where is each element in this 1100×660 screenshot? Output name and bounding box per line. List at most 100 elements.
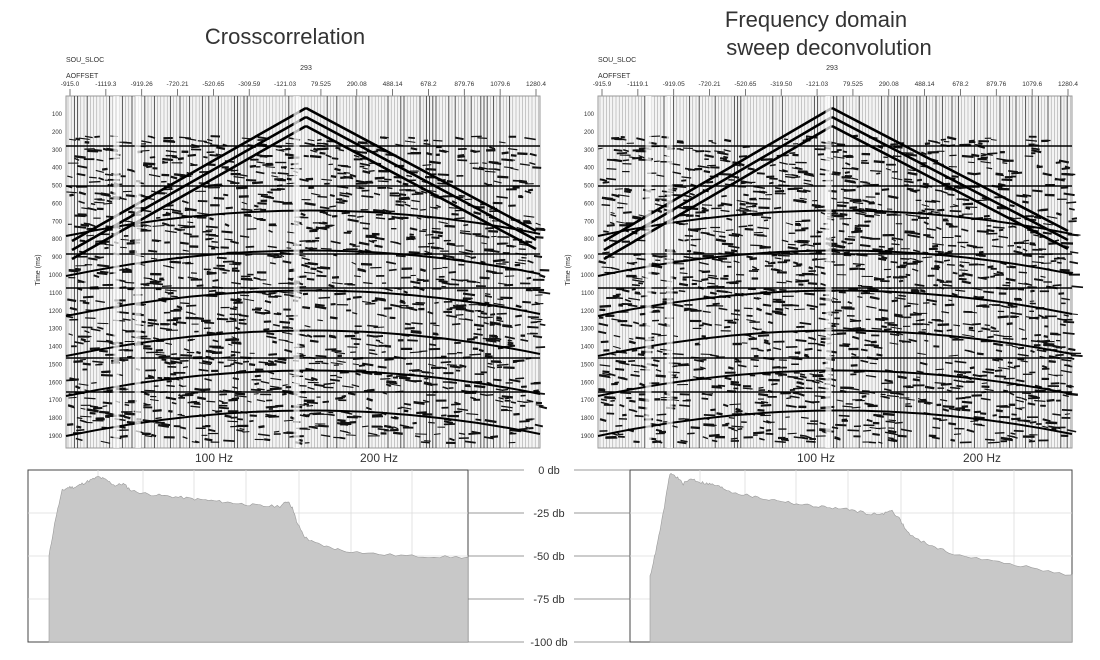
wavelet (683, 255, 694, 259)
wavelet (771, 310, 783, 314)
wavelet (992, 226, 1005, 229)
wavelet (930, 210, 941, 214)
wavelet (485, 226, 494, 230)
wavelet (691, 227, 701, 232)
wavelet (437, 173, 450, 177)
wavelet (165, 149, 177, 153)
wavelet (815, 258, 828, 261)
wavelet (799, 197, 807, 200)
wavelet (1020, 360, 1028, 363)
wavelet (365, 406, 372, 411)
wavelet (334, 292, 346, 296)
wavelet (734, 357, 740, 362)
offset-tick: 290.08 (879, 81, 899, 88)
wavelet (310, 376, 318, 382)
wavelet (323, 382, 332, 386)
wavelet (253, 276, 261, 281)
wavelet (707, 274, 718, 277)
wavelet (990, 138, 997, 141)
wavelet (244, 215, 252, 218)
wavelet (657, 334, 668, 337)
wavelet (398, 193, 407, 197)
wavelet (697, 358, 707, 362)
wavelet (76, 425, 82, 429)
reflection (597, 209, 1073, 237)
wavelet (366, 397, 374, 402)
wavelet (891, 237, 904, 241)
wavelet (743, 307, 753, 310)
wavelet (484, 354, 493, 358)
wavelet (341, 211, 350, 215)
time-tick: 1100 (581, 291, 595, 297)
wavelet (697, 165, 710, 169)
wavelet (230, 298, 238, 302)
wavelet (606, 224, 615, 227)
wavelet (211, 240, 218, 243)
wavelet (652, 309, 660, 312)
wavelet (735, 407, 741, 412)
wavelet (180, 354, 193, 357)
wavelet (525, 418, 533, 421)
wavelet (694, 342, 700, 345)
wavelet (203, 141, 213, 145)
wavelet (124, 220, 133, 223)
wavelet (342, 199, 348, 203)
wavelet (836, 399, 844, 402)
wavelet (638, 282, 644, 285)
wavelet (173, 308, 183, 311)
wavelet (602, 372, 612, 376)
wavelet (323, 142, 329, 146)
wavelet (518, 259, 527, 262)
wavelet (988, 441, 1000, 444)
wavelet (231, 341, 241, 343)
wavelet (737, 428, 743, 431)
offset-tick: -919.05 (663, 81, 685, 88)
wavelet (763, 339, 769, 343)
wavelet (96, 326, 104, 330)
wavelet (147, 318, 157, 322)
wavelet (185, 311, 194, 315)
wavelet (104, 173, 114, 177)
wavelet (229, 307, 237, 311)
wavelet (504, 275, 515, 277)
wavelet (780, 438, 789, 442)
wavelet (182, 366, 188, 369)
wavelet (149, 398, 159, 402)
wavelet (968, 139, 975, 143)
wavelet (854, 228, 863, 233)
wavelet (604, 197, 616, 202)
wavelet (808, 273, 819, 276)
wavelet (361, 371, 373, 376)
wavelet (882, 412, 895, 417)
wavelet (510, 154, 517, 157)
reflection (65, 369, 541, 397)
wavelet (731, 232, 741, 236)
wavelet (365, 236, 378, 239)
wavelet (352, 311, 358, 315)
wavelet (386, 261, 397, 265)
wavelet (490, 435, 499, 439)
wavelet (1055, 212, 1062, 216)
wavelet (99, 410, 110, 414)
wavelet (267, 359, 274, 363)
wavelet (674, 186, 687, 188)
wavelet (830, 197, 837, 200)
wavelet (614, 188, 623, 190)
wavelet (1029, 421, 1037, 424)
wavelet (369, 349, 376, 352)
wavelet (335, 201, 345, 205)
wavelet (169, 260, 182, 264)
wavelet (986, 167, 993, 170)
wavelet (393, 431, 403, 435)
offset-tick: 1079.6 (490, 81, 510, 88)
wavelet (459, 232, 472, 236)
wavelet (1000, 437, 1013, 442)
wavelet (606, 158, 618, 162)
wavelet (631, 288, 636, 291)
wavelet (281, 166, 287, 169)
wavelet (639, 382, 646, 387)
wavelet (230, 353, 236, 357)
wavelet (282, 384, 288, 387)
wavelet (678, 364, 690, 367)
wavelet (433, 433, 441, 436)
